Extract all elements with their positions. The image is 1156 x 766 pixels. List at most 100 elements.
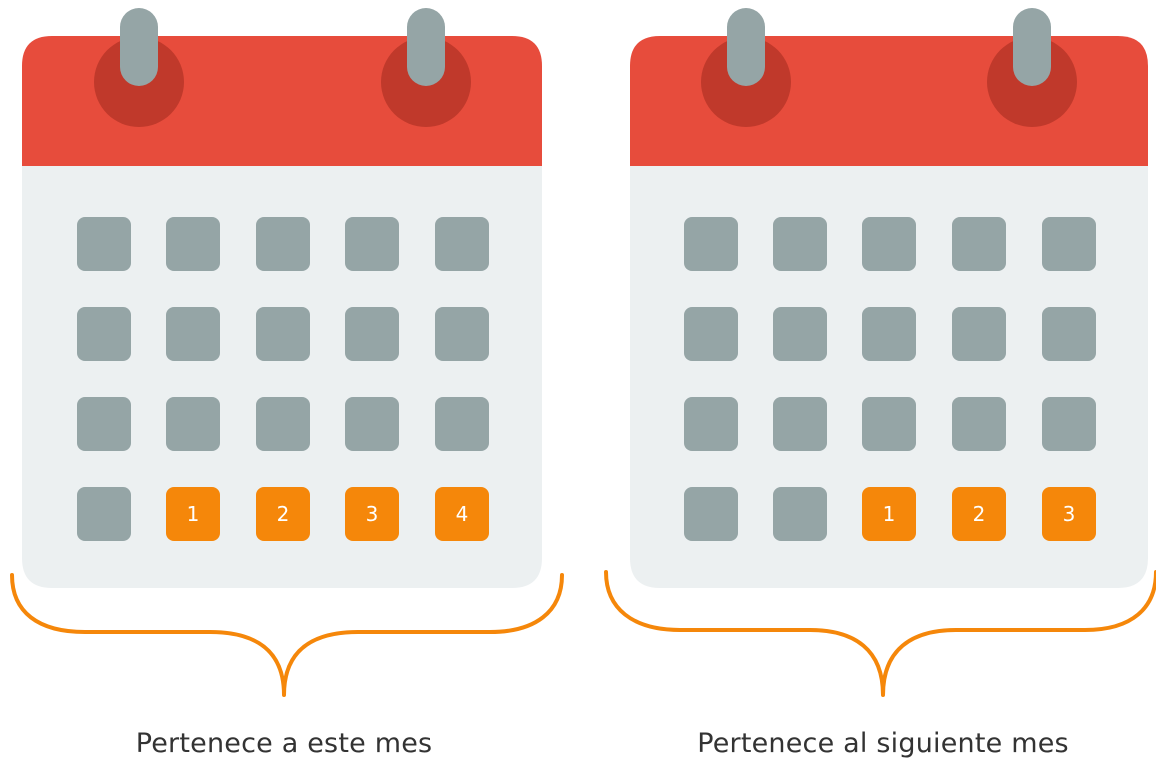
day-cell-box [435, 307, 489, 361]
day-cell [773, 487, 827, 541]
day-cell-box [77, 217, 131, 271]
day-number: 4 [456, 502, 469, 526]
day-cell-box [166, 397, 220, 451]
day-cell-box [773, 307, 827, 361]
day-cell-box [1042, 217, 1096, 271]
day-number: 3 [366, 502, 379, 526]
day-number: 3 [1063, 502, 1076, 526]
day-cell [952, 217, 1006, 271]
day-cell [345, 307, 399, 361]
day-cell-box [345, 217, 399, 271]
day-cell-box [345, 397, 399, 451]
calendar-next-month: 1 2 3 [630, 8, 1148, 588]
day-cell [166, 397, 220, 451]
day-cell [862, 307, 916, 361]
day-number: 1 [883, 502, 896, 526]
day-cell [773, 217, 827, 271]
day-cell-highlighted: 3 [1042, 487, 1096, 541]
calendar-body [630, 166, 1148, 588]
day-cell [684, 217, 738, 271]
day-cell-box [1042, 307, 1096, 361]
day-cell-box [1042, 487, 1096, 541]
day-cell [435, 307, 489, 361]
day-cell-box [256, 307, 310, 361]
day-cell-highlighted: 1 [862, 487, 916, 541]
day-cell-highlighted: 2 [256, 487, 310, 541]
day-cell [256, 217, 310, 271]
day-cell-box [256, 487, 310, 541]
binder-ring [407, 8, 445, 86]
day-number: 1 [187, 502, 200, 526]
day-cell [77, 307, 131, 361]
day-cell [77, 487, 131, 541]
day-cell [345, 217, 399, 271]
day-cell [345, 397, 399, 451]
caption-next-month: Pertenece al siguiente mes [697, 728, 1069, 759]
day-cell-box [435, 217, 489, 271]
day-cell-box [166, 217, 220, 271]
day-cell-box [952, 487, 1006, 541]
calendar-this-month: 1 2 3 4 [22, 8, 542, 588]
binder-ring [120, 8, 158, 86]
day-cell [773, 397, 827, 451]
day-cell-box [952, 217, 1006, 271]
binder-ring [727, 8, 765, 86]
day-cell-box [952, 397, 1006, 451]
day-number: 2 [973, 502, 986, 526]
caption-this-month: Pertenece a este mes [135, 728, 433, 759]
day-cell [435, 217, 489, 271]
day-cell-box [862, 487, 916, 541]
day-cell-box [435, 397, 489, 451]
day-cell [256, 397, 310, 451]
day-cell [77, 217, 131, 271]
day-cell [862, 217, 916, 271]
day-cell-box [684, 307, 738, 361]
calendar-body [22, 166, 542, 588]
day-cell [77, 397, 131, 451]
binder-ring [1013, 8, 1051, 86]
day-cell-box [684, 487, 738, 541]
day-cell-box [773, 397, 827, 451]
day-cell-box [862, 397, 916, 451]
day-cell [435, 397, 489, 451]
day-cell [862, 397, 916, 451]
day-cell [256, 307, 310, 361]
day-cell-box [345, 487, 399, 541]
day-cell-box [77, 487, 131, 541]
day-cell-box [773, 487, 827, 541]
day-cell-box [952, 307, 1006, 361]
day-cell-box [166, 307, 220, 361]
day-cell [1042, 397, 1096, 451]
day-cell [684, 397, 738, 451]
day-cell [1042, 217, 1096, 271]
day-cell [684, 487, 738, 541]
day-number: 2 [277, 502, 290, 526]
day-cell-box [1042, 397, 1096, 451]
day-cell-box [77, 397, 131, 451]
day-cell-box [435, 487, 489, 541]
day-cell-highlighted: 4 [435, 487, 489, 541]
day-cell-highlighted: 2 [952, 487, 1006, 541]
day-cell [1042, 307, 1096, 361]
day-cell-box [166, 487, 220, 541]
day-cell [952, 397, 1006, 451]
day-cell [952, 307, 1006, 361]
day-cell-highlighted: 1 [166, 487, 220, 541]
day-cell [773, 307, 827, 361]
day-cell-box [77, 307, 131, 361]
day-cell [166, 307, 220, 361]
curly-brace-right [604, 570, 1156, 697]
curly-brace-left [10, 573, 564, 697]
day-cell-box [345, 307, 399, 361]
day-cell-box [256, 217, 310, 271]
day-cell-box [773, 217, 827, 271]
day-cell-box [684, 217, 738, 271]
day-cell-box [684, 397, 738, 451]
day-cell [166, 217, 220, 271]
day-cell-box [256, 397, 310, 451]
day-cell [684, 307, 738, 361]
day-cell-box [862, 217, 916, 271]
day-cell-highlighted: 3 [345, 487, 399, 541]
day-cell-box [862, 307, 916, 361]
